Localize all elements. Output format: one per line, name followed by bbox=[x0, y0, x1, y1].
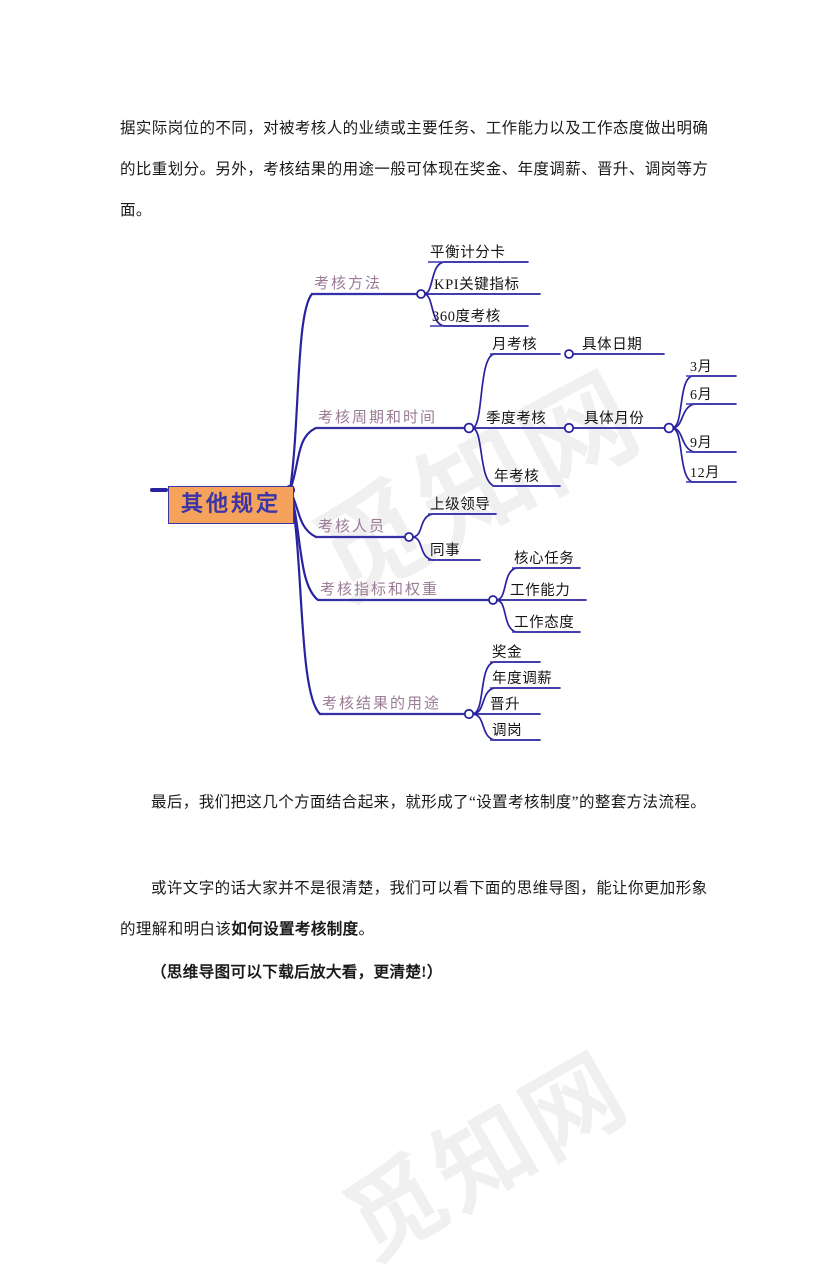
paragraph-bottom-2-bold: 如何设置考核制度 bbox=[231, 921, 359, 938]
mindmap-leaf-360-review[interactable]: 360度考核 bbox=[432, 309, 501, 325]
paragraph-bottom-3-text: （思维导图可以下载后放大看，更清楚!） bbox=[151, 964, 443, 981]
mindmap-leaf-quarterly-review[interactable]: 季度考核 bbox=[486, 411, 547, 427]
paragraph-bottom-3: （思维导图可以下载后放大看，更清楚!） bbox=[120, 952, 720, 993]
mindmap-leaf-specific-date[interactable]: 具体日期 bbox=[582, 337, 643, 353]
mindmap-branch-label-2[interactable]: 考核周期和时间 bbox=[318, 410, 438, 426]
mindmap-central-topic[interactable]: 其他规定 bbox=[168, 486, 295, 524]
mindmap-connectors bbox=[150, 261, 737, 741]
mindmap-leaf-annual-raise[interactable]: 年度调薪 bbox=[492, 671, 553, 687]
mindmap-leaf-work-ability[interactable]: 工作能力 bbox=[510, 583, 571, 599]
mindmap-leaf-specific-month[interactable]: 具体月份 bbox=[584, 411, 645, 427]
mindmap-leaf-month-9[interactable]: 9月 bbox=[690, 436, 713, 451]
mindmap-leaf-month-3[interactable]: 3月 bbox=[690, 360, 713, 375]
mindmap-branch-label-1[interactable]: 考核方法 bbox=[314, 276, 383, 292]
mindmap-leaf-bonus[interactable]: 奖金 bbox=[492, 645, 523, 661]
mindmap-leaf-annual-review[interactable]: 年考核 bbox=[494, 469, 540, 485]
document-page: 觅知网 觅知网 据实际岗位的不同，对被考核人的业绩或主要任务、工作能力以及工作态… bbox=[0, 120, 830, 1280]
mindmap-leaf-promotion[interactable]: 晋升 bbox=[490, 697, 521, 713]
mindmap-branch-label-5[interactable]: 考核结果的用途 bbox=[322, 696, 442, 712]
mindmap-leaf-job-transfer[interactable]: 调岗 bbox=[492, 723, 523, 739]
paragraph-bottom-2-prefix: 或许文字的话大家并不是很清楚，我们可以看下面的思维导图，能让你更加形象的理解和明… bbox=[120, 880, 708, 938]
paragraph-top: 据实际岗位的不同，对被考核人的业绩或主要任务、工作能力以及工作态度做出明确的比重… bbox=[120, 120, 709, 219]
mindmap-branch-label-4[interactable]: 考核指标和权重 bbox=[320, 582, 440, 598]
paragraph-bottom-2-suffix: 。 bbox=[358, 921, 375, 938]
mindmap-leaf-colleague[interactable]: 同事 bbox=[430, 543, 461, 559]
mindmap-leaf-work-attitude[interactable]: 工作态度 bbox=[514, 615, 575, 631]
mindmap-leaf-month-6[interactable]: 6月 bbox=[690, 388, 713, 403]
mindmap-leaf-kpi[interactable]: KPI关键指标 bbox=[434, 277, 520, 293]
mindmap-leaf-balanced-scorecard[interactable]: 平衡计分卡 bbox=[430, 245, 506, 261]
watermark-bottom: 觅知网 bbox=[328, 1034, 647, 1281]
paragraph-bottom-1: 最后，我们把这几个方面结合起来，就形成了“设置考核制度”的整套方法流程。 bbox=[120, 782, 720, 823]
mindmap-leaf-core-task[interactable]: 核心任务 bbox=[514, 551, 575, 567]
mindmap-leaf-supervisor[interactable]: 上级领导 bbox=[430, 497, 491, 513]
mindmap-branch-label-3[interactable]: 考核人员 bbox=[318, 519, 387, 535]
mindmap: 其他规定 考核方法 考核周期和时间 考核人员 考核指标和权重 考核结果的用途 平… bbox=[0, 232, 830, 772]
paragraph-bottom-1-text: 最后，我们把这几个方面结合起来，就形成了“设置考核制度”的整套方法流程。 bbox=[151, 794, 707, 811]
mindmap-leaf-month-12[interactable]: 12月 bbox=[690, 466, 720, 481]
mindmap-leaf-monthly-review[interactable]: 月考核 bbox=[492, 337, 538, 353]
paragraph-bottom-2: 或许文字的话大家并不是很清楚，我们可以看下面的思维导图，能让你更加形象的理解和明… bbox=[120, 868, 720, 950]
